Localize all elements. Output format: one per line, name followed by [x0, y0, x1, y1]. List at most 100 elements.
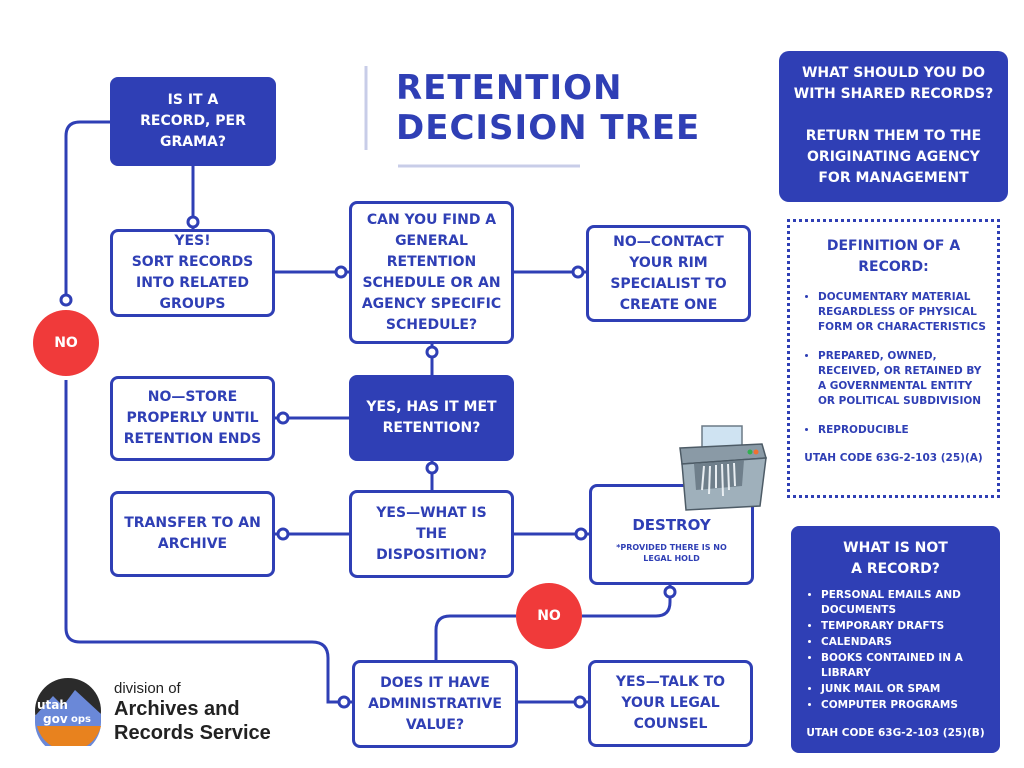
connector-admin-no: [434, 614, 516, 660]
node-text: PROPERLY UNTIL: [126, 410, 259, 426]
agency-name: division of Archives and Records Service: [114, 680, 314, 745]
list-item: REPRODUCIBLE: [818, 423, 987, 438]
logo-text: gov: [43, 712, 68, 726]
node-destroy: DESTROY *PROVIDED THERE IS NO LEGAL HOLD: [589, 484, 754, 585]
node-text: GENERAL: [395, 232, 468, 249]
no-badge-bottom: NO: [516, 583, 582, 649]
title-line: RETENTION: [396, 68, 623, 108]
node-text: RETENTION?: [382, 420, 481, 436]
connector-dot: [186, 215, 200, 229]
node-text: NO—STORE: [147, 389, 238, 405]
node-text: SORT RECORDS: [131, 254, 254, 270]
node-text: SCHEDULE?: [385, 316, 478, 333]
utah-code-citation: UTAH CODE 63G-2-103 (25)(B): [806, 727, 985, 739]
panel-text: WITH SHARED RECORDS?: [793, 86, 994, 102]
node-text: GROUPS: [159, 296, 226, 312]
node-text: RETENTION ENDS: [123, 431, 262, 447]
node-contact-rim: NO—CONTACT YOUR RIM SPECIALIST TO CREATE…: [586, 225, 751, 322]
connector-no-bottom: [64, 380, 352, 704]
connector-dot: [663, 585, 677, 599]
node-text: AGENCY SPECIFIC: [361, 295, 502, 312]
panel-heading-line: WHAT IS NOT: [843, 540, 948, 556]
agency-name-line: Records Service: [114, 722, 271, 744]
node-text: ADMINISTRATIVE: [368, 695, 502, 712]
no-badge-left: NO: [33, 310, 99, 376]
node-text: CREATE ONE: [619, 296, 718, 313]
definition-list: DOCUMENTARY MATERIAL REGARDLESS OF PHYSI…: [800, 290, 987, 438]
node-text: YES—TALK TO: [615, 674, 726, 690]
panel-text: FOR MANAGEMENT: [818, 170, 969, 186]
panel-heading-line: A RECORD?: [851, 561, 940, 577]
shared-records-panel: WHAT SHOULD YOU DO WITH SHARED RECORDS? …: [779, 51, 1008, 202]
list-item: TEMPORARY DRAFTS: [821, 619, 988, 634]
node-note: *PROVIDED THERE IS NO LEGAL HOLD: [616, 543, 727, 563]
connector-dot: [59, 293, 73, 307]
node-text: DESTROY: [632, 516, 711, 534]
node-met-retention: YES, HAS IT MET RETENTION?: [349, 375, 514, 461]
panel-heading-line: DEFINITION OF A: [826, 238, 961, 254]
node-text: TRANSFER TO AN: [124, 515, 261, 531]
node-text: YES!: [174, 233, 211, 249]
node-store-properly: NO—STORE PROPERLY UNTIL RETENTION ENDS: [110, 376, 275, 461]
connector-no-destroy: [582, 585, 672, 618]
list-item: BOOKS CONTAINED IN A LIBRARY: [821, 651, 988, 681]
connector-dot: [337, 695, 351, 709]
panel-text: ORIGINATING AGENCY: [807, 149, 980, 165]
shredder-icon: [679, 425, 767, 511]
node-text: COUNSEL: [633, 716, 708, 732]
node-text: DISPOSITION?: [376, 546, 487, 563]
node-disposition: YES—WHAT IS THE DISPOSITION?: [349, 490, 514, 578]
node-text: VALUE?: [405, 716, 465, 733]
node-sort-records: YES! SORT RECORDS INTO RELATED GROUPS: [110, 229, 275, 317]
node-text: IS IT A: [167, 92, 219, 108]
connector-dot: [334, 265, 348, 279]
not-record-list: PERSONAL EMAILS AND DOCUMENTS TEMPORARY …: [803, 588, 988, 713]
list-item: JUNK MAIL OR SPAM: [821, 682, 988, 697]
panel-text: WHAT SHOULD YOU DO: [801, 65, 986, 81]
node-text: THE: [416, 525, 447, 542]
agency-division-label: division of: [114, 680, 181, 697]
agency-name-line: Archives and: [114, 698, 240, 720]
record-definition-panel: DEFINITION OF A RECORD: DOCUMENTARY MATE…: [787, 219, 1000, 498]
connector-dot: [425, 345, 439, 359]
not-record-heading: WHAT IS NOT A RECORD?: [803, 538, 988, 580]
panel-heading-line: RECORD:: [858, 259, 929, 275]
connector-dot: [276, 527, 290, 541]
logo-text: ops: [71, 714, 91, 725]
connector-dot: [574, 527, 588, 541]
node-text: CAN YOU FIND A: [366, 211, 497, 228]
node-text: SPECIALIST TO: [610, 275, 727, 292]
list-item: PERSONAL EMAILS AND DOCUMENTS: [821, 588, 988, 618]
page-title: RETENTION DECISION TREE: [396, 68, 736, 148]
connector-dot: [425, 461, 439, 475]
node-text: GRAMA?: [160, 134, 226, 150]
node-text: ARCHIVE: [157, 536, 228, 552]
list-item: CALENDARS: [821, 635, 988, 650]
node-text: YOUR RIM: [629, 254, 708, 271]
node-text: RETENTION: [386, 253, 477, 270]
node-find-schedule: CAN YOU FIND A GENERAL RETENTION SCHEDUL…: [349, 201, 514, 344]
utah-govops-logo: utah gov ops: [33, 676, 103, 755]
panel-text: RETURN THEM TO THE: [805, 128, 982, 144]
logo-badge-icon: [35, 678, 101, 755]
connector-dot: [571, 265, 585, 279]
connector-no-top: [64, 120, 110, 300]
definition-heading: DEFINITION OF A RECORD:: [800, 236, 987, 278]
node-transfer-archive: TRANSFER TO AN ARCHIVE: [110, 491, 275, 577]
node-admin-value: DOES IT HAVE ADMINISTRATIVE VALUE?: [352, 660, 518, 748]
node-text: YES, HAS IT MET: [366, 399, 497, 415]
list-item: DOCUMENTARY MATERIAL REGARDLESS OF PHYSI…: [818, 290, 987, 335]
node-text: YOUR LEGAL: [621, 695, 720, 711]
list-item: COMPUTER PROGRAMS: [821, 698, 988, 713]
not-a-record-panel: WHAT IS NOT A RECORD? PERSONAL EMAILS AN…: [791, 526, 1000, 753]
utah-code-citation: UTAH CODE 63G-2-103 (25)(A): [804, 452, 983, 464]
node-text: INTO RELATED: [136, 275, 249, 291]
logo-text: utah: [37, 698, 68, 712]
connector-dot: [276, 411, 290, 425]
node-is-record: IS IT A RECORD, PER GRAMA?: [110, 77, 276, 166]
list-item: PREPARED, OWNED, RECEIVED, OR RETAINED B…: [818, 349, 987, 409]
node-text: DOES IT HAVE: [380, 674, 490, 691]
title-line: DECISION TREE: [396, 108, 701, 148]
node-text: YES—WHAT IS: [376, 504, 487, 521]
